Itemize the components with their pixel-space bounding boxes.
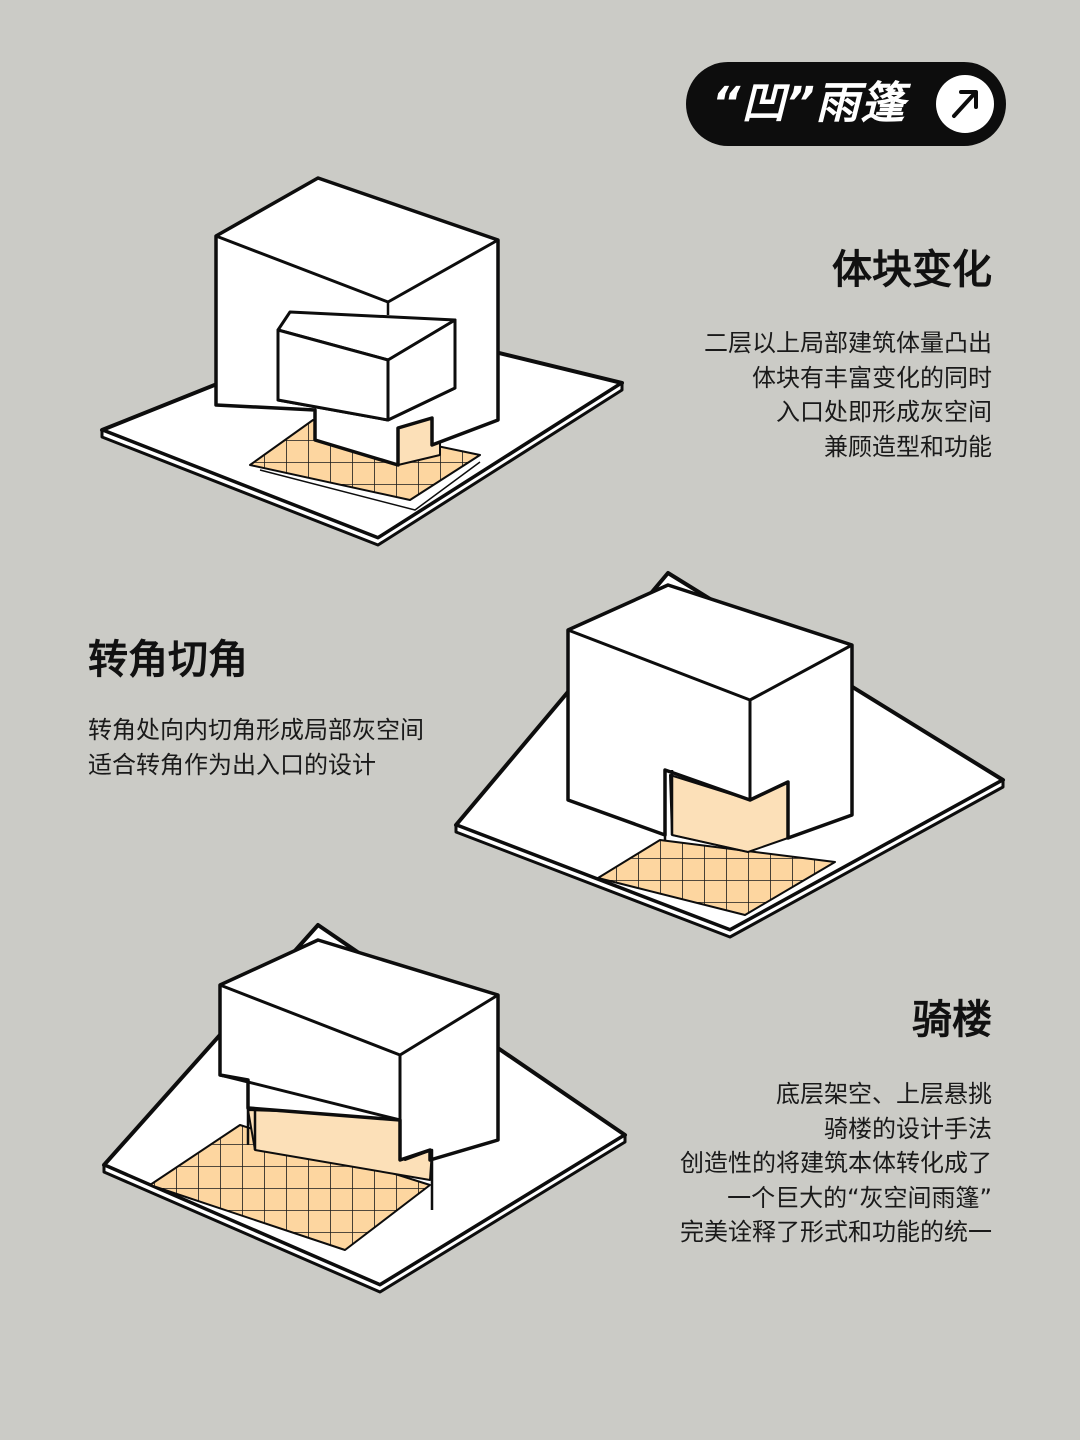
section-3-line: 骑楼的设计手法: [824, 1114, 992, 1143]
section-2-line: 转角处向内切角形成局部灰空间: [88, 716, 424, 744]
diagram-arcade: [102, 923, 627, 1294]
section-3-line: 底层架空、上层悬挑: [776, 1080, 992, 1108]
section-3-heading: 骑楼: [912, 997, 992, 1043]
page-title: “凹”雨篷: [712, 78, 906, 129]
section-3-line: 完美诠释了形式和功能的统一: [680, 1218, 992, 1246]
section-1-line: 体块有丰富变化的同时: [752, 363, 992, 392]
diagram-massing-change: [100, 176, 624, 547]
section-2-line: 适合转角作为出入口的设计: [88, 750, 376, 779]
section-1-line: 二层以上局部建筑体量凸出: [704, 329, 992, 357]
section-3-body: 底层架空、上层悬挑 骑楼的设计手法 创造性的将建筑本体转化成了 一个巨大的“灰空…: [680, 1077, 992, 1250]
section-1-body: 二层以上局部建筑体量凸出 体块有丰富变化的同时 入口处即形成灰空间 兼顾造型和功…: [704, 326, 992, 464]
diagram-corner-cut: [454, 571, 1005, 939]
section-2-heading: 转角切角: [88, 637, 248, 683]
section-1-line: 兼顾造型和功能: [824, 432, 992, 461]
section-2-body: 转角处向内切角形成局部灰空间 适合转角作为出入口的设计: [88, 713, 424, 782]
section-3-line: 创造性的将建筑本体转化成了: [680, 1149, 992, 1177]
arrow-up-right-icon: [952, 90, 978, 118]
arrow-button[interactable]: [936, 75, 994, 133]
title-pill: “凹”雨篷: [686, 62, 1006, 146]
section-1-line: 入口处即形成灰空间: [776, 398, 992, 426]
section-3-line: 一个巨大的“灰空间雨篷”: [727, 1183, 992, 1212]
section-1-heading: 体块变化: [832, 247, 992, 293]
